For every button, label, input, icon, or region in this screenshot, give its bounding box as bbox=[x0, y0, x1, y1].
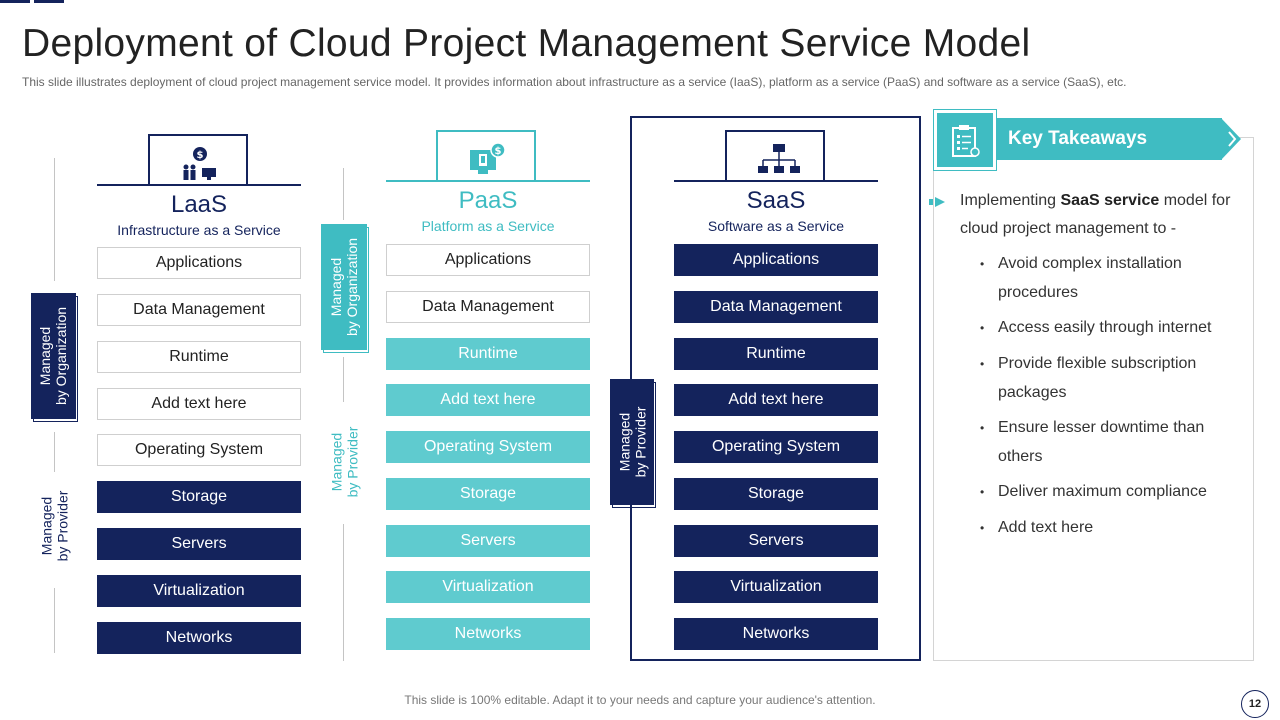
takeaway-item: • Provide flexible subscription packages bbox=[980, 350, 1230, 407]
saas-managed-by-provider-tag: Managed by Provider bbox=[610, 379, 654, 505]
laas-subtitle: Infrastructure as a Service bbox=[117, 222, 281, 238]
takeaway-text: Ensure lesser downtime than others bbox=[998, 419, 1205, 465]
slide-title: Deployment of Cloud Project Management S… bbox=[22, 22, 1031, 65]
infrastructure-icon: $ bbox=[183, 147, 216, 180]
takeaway-text: Avoid complex installation procedures bbox=[998, 255, 1182, 301]
intro-suffix: model for cloud project management to - bbox=[960, 192, 1231, 237]
bullet-dot: • bbox=[980, 357, 985, 371]
page-number: 12 bbox=[1241, 690, 1269, 718]
takeaway-item: • Add text here bbox=[980, 514, 1230, 543]
saas-layer-virtualization: Virtualization bbox=[674, 571, 878, 603]
key-takeaways-banner-arrow bbox=[1221, 118, 1241, 160]
takeaway-text: Provide flexible subscription packages bbox=[998, 355, 1197, 401]
paas-header-rule bbox=[386, 180, 590, 182]
paas-bracket-line-top bbox=[343, 168, 344, 220]
bullet-dot: • bbox=[980, 321, 985, 335]
intro-prefix: Implementing bbox=[960, 192, 1061, 209]
saas-layer-operating-system: Operating System bbox=[674, 431, 878, 463]
laas-layer-data-management: Data Management bbox=[97, 294, 301, 326]
saas-layer-data-management: Data Management bbox=[674, 291, 878, 323]
takeaway-item: • Ensure lesser downtime than others bbox=[980, 414, 1230, 471]
laas-icon-box: $ bbox=[148, 134, 248, 186]
paas-icon-box: $ bbox=[436, 130, 536, 182]
bullet-dot: • bbox=[980, 257, 985, 271]
key-takeaways-icon-box bbox=[934, 110, 996, 170]
paas-subtitle: Platform as a Service bbox=[421, 218, 555, 234]
paas-layer-virtualization: Virtualization bbox=[386, 571, 590, 603]
top-accent-bar-2 bbox=[34, 0, 64, 3]
slide-subtitle: This slide illustrates deployment of clo… bbox=[22, 75, 1127, 89]
laas-layer-servers: Servers bbox=[97, 528, 301, 560]
saas-header-rule bbox=[674, 180, 878, 182]
top-accent-bar-1 bbox=[0, 0, 30, 3]
paas-layer-applications: Applications bbox=[386, 244, 590, 276]
paas-title: PaaS bbox=[458, 187, 518, 214]
intro-highlight: SaaS service bbox=[1060, 192, 1160, 209]
laas-header-rule bbox=[97, 184, 301, 186]
bullet-dot: • bbox=[980, 421, 985, 435]
laas-layer-applications: Applications bbox=[97, 247, 301, 279]
laas-layer-networks: Networks bbox=[97, 622, 301, 654]
takeaway-text: Add text here bbox=[998, 519, 1094, 536]
paas-layer-storage: Storage bbox=[386, 478, 590, 510]
bullet-dot: • bbox=[980, 521, 985, 535]
key-takeaways-heading: Key Takeaways bbox=[990, 118, 1222, 160]
laas-managed-by-organization-tag: Managed by Organization bbox=[31, 293, 76, 419]
svg-text:$: $ bbox=[197, 150, 204, 161]
laas-layer-runtime: Runtime bbox=[97, 341, 301, 373]
key-takeaways-panel bbox=[933, 137, 1254, 661]
paas-managed-by-organization-tag: Managed by Organization bbox=[321, 224, 367, 350]
paas-bracket-line-mid bbox=[343, 357, 344, 402]
takeaway-text: Access easily through internet bbox=[998, 319, 1212, 336]
saas-layer-applications: Applications bbox=[674, 244, 878, 276]
saas-title: SaaS bbox=[746, 187, 806, 214]
laas-layer-add-text: Add text here bbox=[97, 388, 301, 420]
clipboard-icon bbox=[952, 125, 980, 157]
saas-icon-box bbox=[725, 130, 825, 182]
laas-layer-storage: Storage bbox=[97, 481, 301, 513]
laas-bracket-line-top bbox=[54, 158, 55, 281]
network-icon bbox=[758, 144, 800, 173]
takeaway-item: • Avoid complex installation procedures bbox=[980, 250, 1230, 307]
paas-managed-by-provider-tag: Managed by Provider bbox=[328, 426, 360, 498]
platform-icon: $ bbox=[470, 142, 506, 174]
footer-note: This slide is 100% editable. Adapt it to… bbox=[404, 693, 876, 707]
paas-layer-operating-system: Operating System bbox=[386, 431, 590, 463]
key-takeaways-intro: Implementing SaaS service model for clou… bbox=[960, 187, 1245, 243]
bullet-dot: • bbox=[980, 485, 985, 499]
takeaway-text: Deliver maximum compliance bbox=[998, 483, 1207, 500]
arrow-bullet-icon bbox=[929, 197, 945, 207]
saas-layer-storage: Storage bbox=[674, 478, 878, 510]
takeaway-item: • Access easily through internet bbox=[980, 314, 1230, 343]
saas-layer-add-text: Add text here bbox=[674, 384, 878, 416]
laas-layer-operating-system: Operating System bbox=[97, 434, 301, 466]
laas-managed-by-provider-tag: Managed by Provider bbox=[38, 490, 71, 562]
saas-subtitle: Software as a Service bbox=[707, 218, 845, 234]
saas-layer-networks: Networks bbox=[674, 618, 878, 650]
laas-title: LaaS bbox=[170, 191, 228, 218]
saas-layer-runtime: Runtime bbox=[674, 338, 878, 370]
paas-layer-networks: Networks bbox=[386, 618, 590, 650]
chevron-right-icon bbox=[1228, 131, 1237, 147]
svg-text:$: $ bbox=[495, 146, 502, 157]
laas-layer-virtualization: Virtualization bbox=[97, 575, 301, 607]
laas-bracket-line-mid bbox=[54, 432, 55, 472]
paas-layer-servers: Servers bbox=[386, 525, 590, 557]
paas-bracket-line-bottom bbox=[343, 524, 344, 661]
paas-layer-data-management: Data Management bbox=[386, 291, 590, 323]
paas-layer-runtime: Runtime bbox=[386, 338, 590, 370]
saas-layer-servers: Servers bbox=[674, 525, 878, 557]
laas-bracket-line-bottom bbox=[54, 588, 55, 653]
takeaway-item: • Deliver maximum compliance bbox=[980, 478, 1230, 507]
paas-layer-add-text: Add text here bbox=[386, 384, 590, 416]
